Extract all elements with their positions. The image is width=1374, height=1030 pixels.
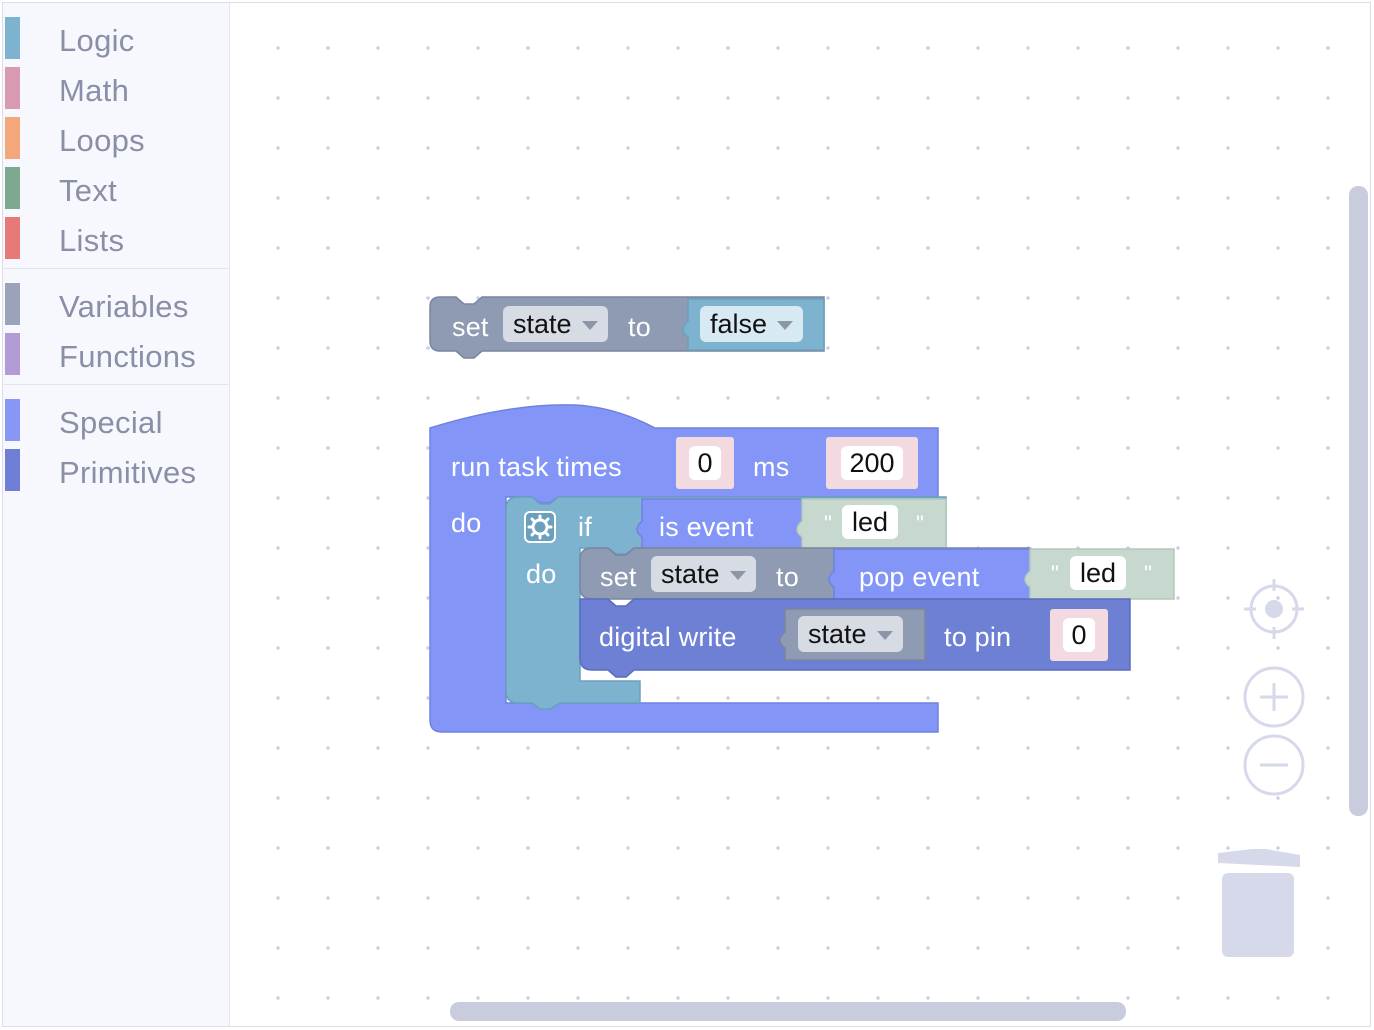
digital-write-label: digital write	[599, 622, 737, 652]
quote-open: "	[1051, 561, 1059, 586]
vertical-scrollbar[interactable]	[1349, 186, 1368, 816]
special-swatch	[5, 399, 20, 441]
variable-dropdown[interactable]: state	[798, 616, 903, 652]
toolbox-category-math[interactable]: Math	[3, 65, 229, 111]
pin-input-slot[interactable]: 0	[1050, 609, 1108, 661]
zoom-in-icon[interactable]	[1242, 665, 1306, 729]
zoom-out-icon[interactable]	[1242, 733, 1306, 797]
loops-swatch	[5, 117, 20, 159]
to-label: to	[776, 562, 799, 592]
to-pin-label: to pin	[944, 622, 1012, 652]
toolbox-category-variables[interactable]: Variables	[3, 281, 229, 327]
set-label: set	[600, 562, 637, 592]
times-input[interactable]: 0	[689, 446, 721, 480]
horizontal-scrollbar[interactable]	[450, 1002, 1126, 1021]
pop-event-label: pop event	[859, 562, 980, 592]
is-event-label: is event	[659, 512, 754, 542]
quote-close: "	[1144, 561, 1152, 586]
category-label: Functions	[59, 339, 197, 374]
variable-name: state	[661, 559, 720, 589]
block-shapes	[429, 296, 1175, 733]
toolbox-category-lists[interactable]: Lists	[3, 215, 229, 261]
primitives-swatch	[5, 449, 20, 491]
quote-open: "	[824, 511, 832, 536]
toolbox-category-functions[interactable]: Functions	[3, 331, 229, 377]
boolean-value: false	[710, 309, 768, 339]
ms-input-slot[interactable]: 200	[826, 437, 918, 489]
logic-swatch	[5, 17, 20, 59]
pin-input[interactable]: 0	[1063, 618, 1095, 652]
ms-input[interactable]: 200	[841, 446, 903, 480]
workspace[interactable]: set state to false run task times 0 ms 2…	[230, 3, 1370, 1026]
variable-name: state	[808, 619, 867, 649]
math-swatch	[5, 67, 20, 109]
lists-swatch	[5, 217, 20, 259]
times-input-slot[interactable]: 0	[676, 437, 734, 489]
event-text-input[interactable]: led	[842, 505, 899, 539]
category-label: Logic	[59, 23, 135, 58]
if-label: if	[578, 512, 592, 542]
set-label: set	[452, 312, 489, 342]
to-label: to	[628, 312, 651, 342]
toolbox: Logic Math Loops Text Lists Variables Fu…	[3, 3, 230, 1026]
functions-swatch	[5, 333, 20, 375]
category-label: Primitives	[59, 455, 197, 490]
ms-label: ms	[753, 452, 790, 482]
chevron-down-icon	[581, 321, 598, 331]
toolbox-category-special[interactable]: Special	[3, 397, 229, 443]
chevron-down-icon	[876, 631, 893, 641]
run-task-shape[interactable]	[429, 404, 939, 733]
if-do-label: do	[526, 559, 557, 589]
toolbox-separator	[3, 384, 229, 385]
variable-dropdown[interactable]: state	[651, 556, 756, 592]
gear-icon[interactable]	[524, 511, 556, 543]
toolbox-category-logic[interactable]: Logic	[3, 15, 229, 61]
text-swatch	[5, 167, 20, 209]
quote-close: "	[916, 511, 924, 536]
chevron-down-icon	[729, 571, 746, 581]
boolean-dropdown[interactable]: false	[700, 306, 804, 342]
trash-icon[interactable]	[1214, 845, 1304, 963]
recenter-icon[interactable]	[1242, 577, 1306, 641]
variables-swatch	[5, 283, 20, 325]
category-label: Lists	[59, 223, 125, 258]
do-label: do	[451, 508, 482, 538]
chevron-down-icon	[777, 321, 794, 331]
category-label: Variables	[59, 289, 189, 324]
toolbox-category-loops[interactable]: Loops	[3, 115, 229, 161]
toolbox-category-text[interactable]: Text	[3, 165, 229, 211]
run-task-label: run task times	[451, 452, 622, 482]
category-label: Special	[59, 405, 163, 440]
toolbox-separator	[3, 268, 229, 269]
category-label: Loops	[59, 123, 145, 158]
toolbox-category-primitives[interactable]: Primitives	[3, 447, 229, 493]
category-label: Math	[59, 73, 130, 108]
variable-dropdown[interactable]: state	[503, 306, 608, 342]
event-text-input[interactable]: led	[1070, 556, 1127, 590]
category-label: Text	[59, 173, 118, 208]
variable-name: state	[513, 309, 572, 339]
